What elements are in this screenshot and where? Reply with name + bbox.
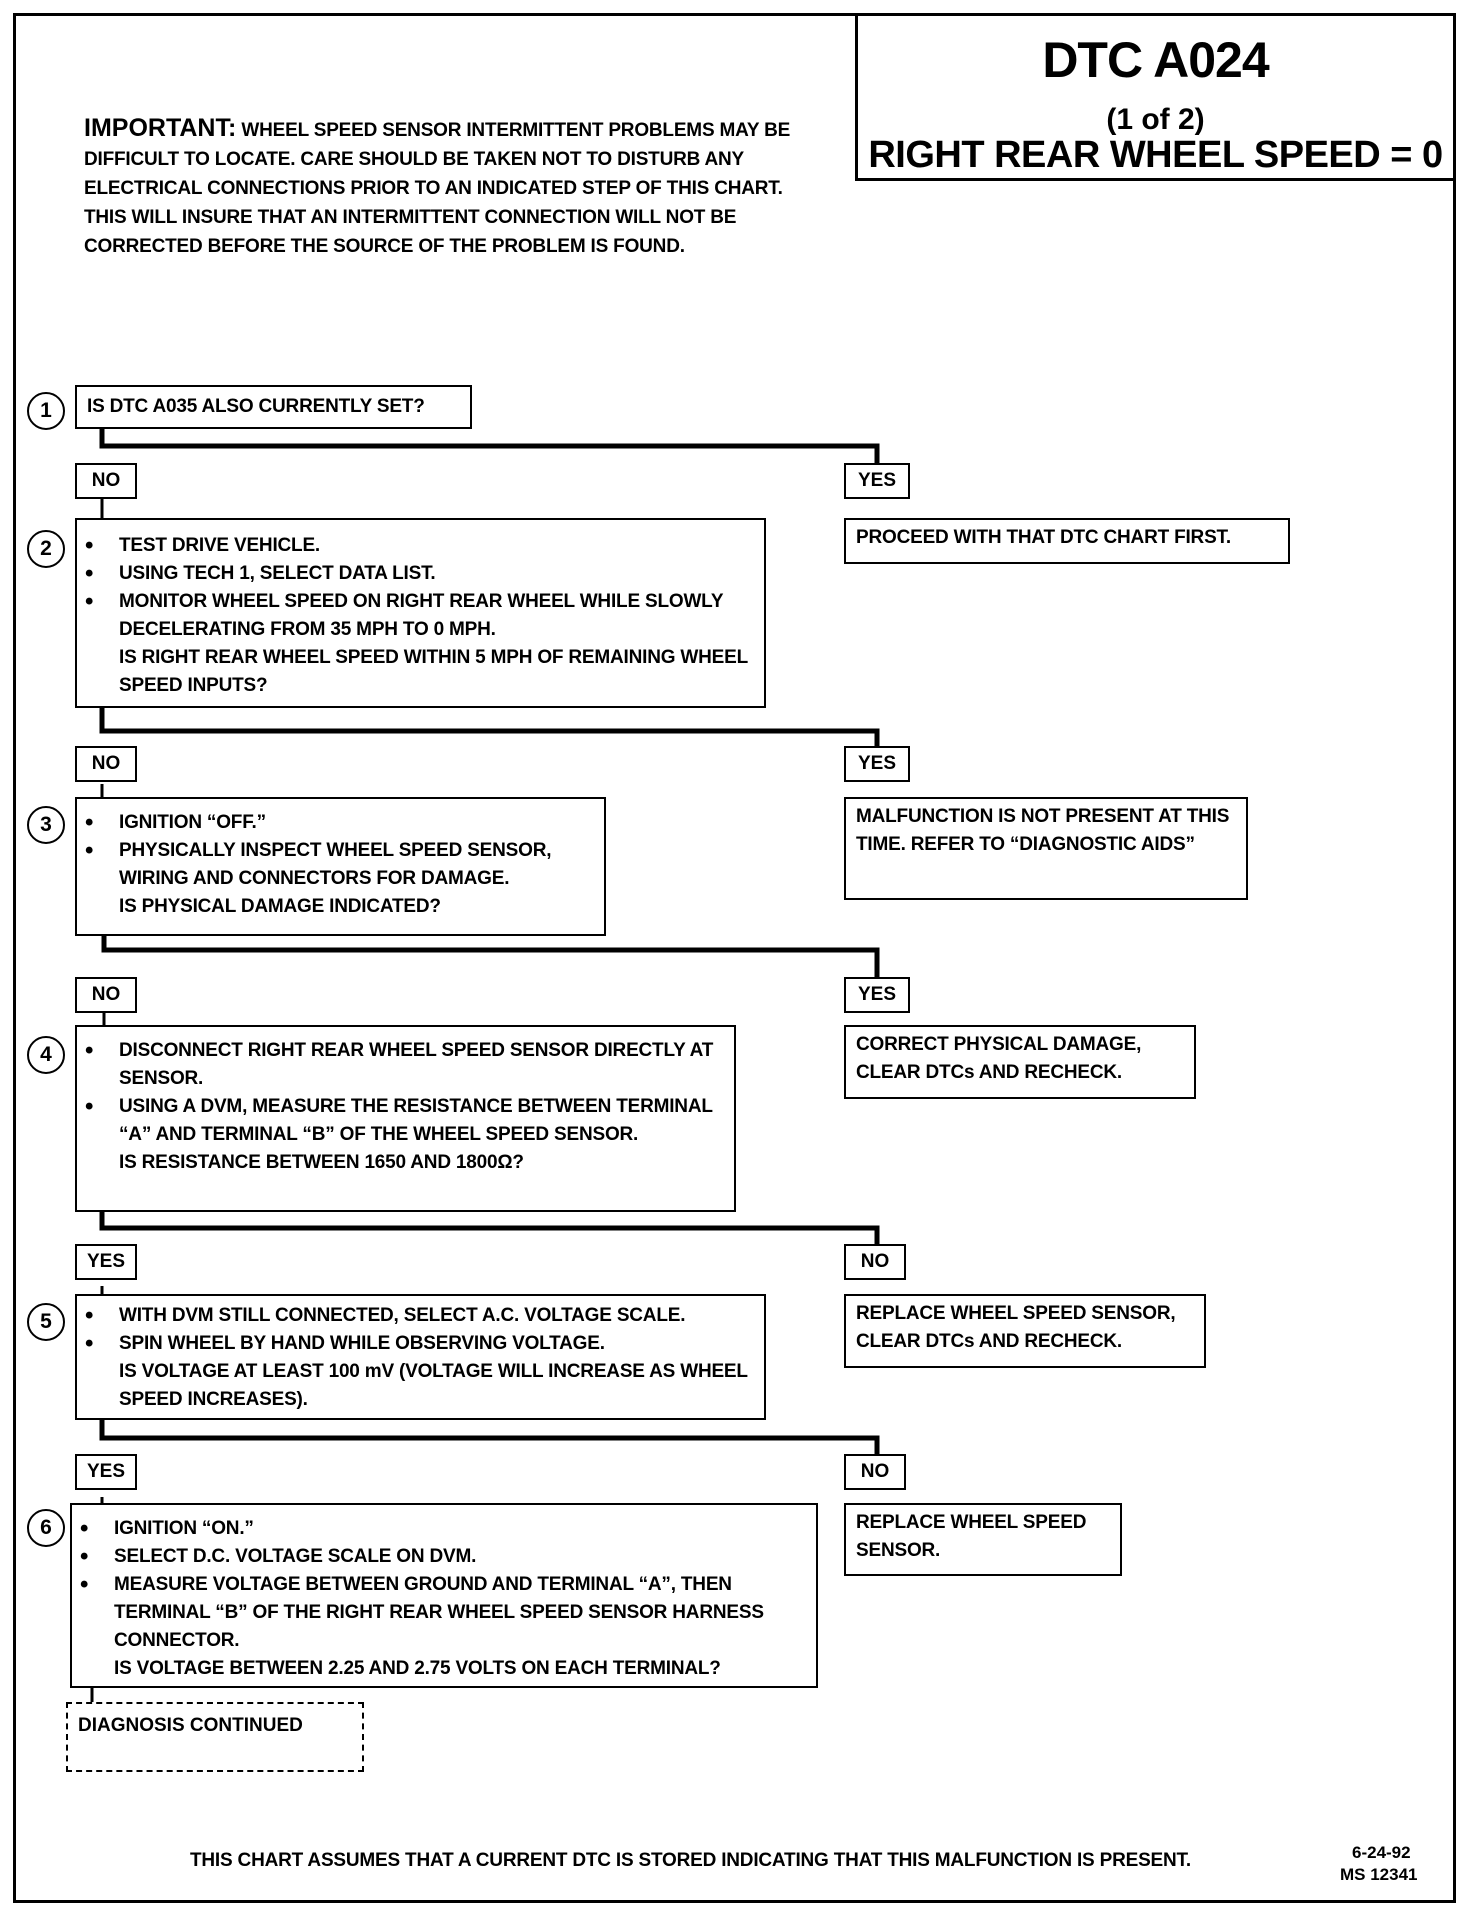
chart-subtitle: RIGHT REAR WHEEL SPEED = 0 bbox=[868, 134, 1443, 176]
step-4-no-action: REPLACE WHEEL SPEED SENSOR, CLEAR DTCs A… bbox=[844, 1294, 1206, 1368]
step-2-yes-label: YES bbox=[844, 746, 910, 782]
step-1-box: IS DTC A035 ALSO CURRENTLY SET? bbox=[75, 385, 472, 429]
step-3-question: IS PHYSICAL DAMAGE INDICATED? bbox=[119, 896, 441, 917]
step-5-bullet: WITH DVM STILL CONNECTED, SELECT A.C. VO… bbox=[77, 1302, 754, 1330]
step-6-bullet: SELECT D.C. VOLTAGE SCALE ON DVM. bbox=[72, 1543, 806, 1571]
dtc-code-title: DTC A024 bbox=[1042, 32, 1269, 88]
step-1-yes-label: YES bbox=[844, 463, 910, 499]
step-2-bullet: MONITOR WHEEL SPEED ON RIGHT REAR WHEEL … bbox=[77, 588, 754, 644]
important-note: IMPORTANT: WHEEL SPEED SENSOR INTERMITTE… bbox=[84, 114, 814, 261]
important-text: WHEEL SPEED SENSOR INTERMITTENT PROBLEMS… bbox=[84, 120, 791, 257]
step-number-3: 3 bbox=[27, 806, 65, 844]
step-3-yes-action: CORRECT PHYSICAL DAMAGE, CLEAR DTCs AND … bbox=[844, 1025, 1196, 1099]
step-5-bullet: SPIN WHEEL BY HAND WHILE OBSERVING VOLTA… bbox=[77, 1330, 754, 1358]
title-block: DTC A024 (1 of 2) RIGHT REAR WHEEL SPEED… bbox=[855, 13, 1456, 181]
step-5-no-action: REPLACE WHEEL SPEED SENSOR. bbox=[844, 1503, 1122, 1576]
step-1-no-label: NO bbox=[75, 463, 137, 499]
step-4-box: DISCONNECT RIGHT REAR WHEEL SPEED SENSOR… bbox=[75, 1025, 736, 1212]
diagnosis-continued-text: DIAGNOSIS CONTINUED bbox=[78, 1715, 303, 1736]
step-number-5: 5 bbox=[27, 1303, 65, 1341]
step-2-bullet: TEST DRIVE VEHICLE. bbox=[77, 532, 754, 560]
step-2-yes-action: MALFUNCTION IS NOT PRESENT AT THIS TIME.… bbox=[844, 797, 1248, 900]
step-2-question: IS RIGHT REAR WHEEL SPEED WITHIN 5 MPH O… bbox=[119, 647, 748, 696]
footer-note: THIS CHART ASSUMES THAT A CURRENT DTC IS… bbox=[190, 1850, 1191, 1871]
step-number-6: 6 bbox=[27, 1509, 65, 1547]
step-4-question: IS RESISTANCE BETWEEN 1650 AND 1800Ω? bbox=[119, 1152, 524, 1173]
step-5-no-action-text: REPLACE WHEEL SPEED SENSOR. bbox=[856, 1512, 1087, 1561]
step-6-bullet: IGNITION “ON.” bbox=[72, 1515, 806, 1543]
step-1-yes-action: PROCEED WITH THAT DTC CHART FIRST. bbox=[844, 518, 1290, 564]
step-3-box: IGNITION “OFF.” PHYSICALLY INSPECT WHEEL… bbox=[75, 797, 606, 936]
step-5-box: WITH DVM STILL CONNECTED, SELECT A.C. VO… bbox=[75, 1294, 766, 1420]
step-5-no-label: NO bbox=[844, 1454, 906, 1490]
step-2-no-label: NO bbox=[75, 746, 137, 782]
step-number-4: 4 bbox=[27, 1036, 65, 1074]
step-5-yes-label: YES bbox=[75, 1454, 137, 1490]
step-4-no-label: NO bbox=[844, 1244, 906, 1280]
step-3-no-label: NO bbox=[75, 977, 137, 1013]
step-4-yes-label: YES bbox=[75, 1244, 137, 1280]
step-4-bullet: DISCONNECT RIGHT REAR WHEEL SPEED SENSOR… bbox=[77, 1037, 724, 1093]
step-6-bullet: MEASURE VOLTAGE BETWEEN GROUND AND TERMI… bbox=[72, 1571, 806, 1655]
step-4-bullet: USING A DVM, MEASURE THE RESISTANCE BETW… bbox=[77, 1093, 724, 1149]
step-6-question: IS VOLTAGE BETWEEN 2.25 AND 2.75 VOLTS O… bbox=[114, 1658, 721, 1679]
diagnosis-continued-box: DIAGNOSIS CONTINUED bbox=[66, 1702, 364, 1772]
step-5-question: IS VOLTAGE AT LEAST 100 mV (VOLTAGE WILL… bbox=[119, 1361, 748, 1410]
step-4-no-action-text: REPLACE WHEEL SPEED SENSOR, CLEAR DTCs A… bbox=[856, 1303, 1176, 1352]
step-2-yes-action-text: MALFUNCTION IS NOT PRESENT AT THIS TIME.… bbox=[856, 806, 1230, 855]
step-number-2: 2 bbox=[27, 530, 65, 568]
step-3-bullet: IGNITION “OFF.” bbox=[77, 809, 594, 837]
step-2-bullet: USING TECH 1, SELECT DATA LIST. bbox=[77, 560, 754, 588]
step-1-question: IS DTC A035 ALSO CURRENTLY SET? bbox=[87, 396, 425, 417]
step-2-box: TEST DRIVE VEHICLE. USING TECH 1, SELECT… bbox=[75, 518, 766, 708]
important-lead: IMPORTANT: bbox=[84, 114, 237, 142]
footer-date: 6-24-92 bbox=[1352, 1843, 1411, 1862]
step-3-yes-label: YES bbox=[844, 977, 910, 1013]
step-1-yes-action-text: PROCEED WITH THAT DTC CHART FIRST. bbox=[856, 527, 1231, 548]
step-3-yes-action-text: CORRECT PHYSICAL DAMAGE, CLEAR DTCs AND … bbox=[856, 1034, 1142, 1083]
page-border bbox=[13, 13, 1456, 1903]
step-3-bullet: PHYSICALLY INSPECT WHEEL SPEED SENSOR, W… bbox=[77, 837, 594, 893]
step-number-1: 1 bbox=[27, 392, 65, 430]
step-6-box: IGNITION “ON.” SELECT D.C. VOLTAGE SCALE… bbox=[70, 1503, 818, 1688]
footer-code: MS 12341 bbox=[1340, 1865, 1418, 1884]
page-part: (1 of 2) bbox=[1106, 103, 1205, 136]
